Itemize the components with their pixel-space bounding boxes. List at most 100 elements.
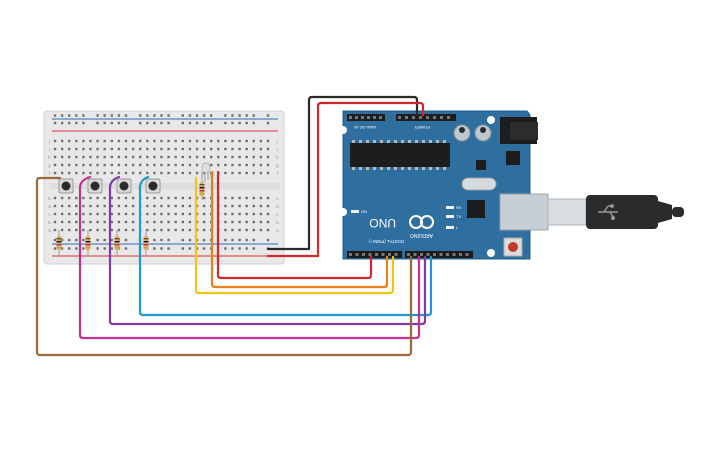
header-pin	[379, 116, 382, 119]
terminal-hole	[188, 155, 192, 159]
arduino-uno[interactable]: ANALOG IN POWER DIGITAL (PWM~) RX TX L	[339, 110, 549, 260]
terminal-hole	[153, 228, 156, 232]
terminal-hole	[188, 204, 192, 208]
analog-header-label: ANALOG IN	[354, 125, 376, 130]
terminal-hole	[153, 163, 156, 167]
terminal-hole	[188, 171, 192, 175]
wires[interactable]	[35, 95, 433, 357]
terminal-hole	[188, 139, 192, 143]
chip-pin	[436, 167, 439, 170]
terminal-hole	[96, 220, 99, 224]
button-4[interactable]	[145, 178, 161, 194]
chip-pin	[366, 140, 369, 143]
terminal-hole	[259, 212, 263, 216]
terminal-hole	[131, 220, 135, 224]
row-letter: e	[276, 197, 279, 202]
header-pin	[349, 253, 352, 256]
header-pin	[419, 116, 422, 119]
terminal-hole	[224, 228, 227, 232]
pushbuttons[interactable]	[58, 178, 161, 194]
terminal-hole	[68, 163, 71, 167]
usb-cable[interactable]	[547, 195, 684, 229]
wire-brown-button-1[interactable]	[35, 176, 413, 357]
terminal-hole	[188, 228, 192, 232]
terminal-hole	[160, 220, 163, 224]
l-label: L	[456, 225, 459, 230]
terminal-hole	[53, 147, 57, 151]
row-letter: f	[276, 171, 279, 177]
terminal-hole	[202, 204, 206, 208]
rx-led	[446, 206, 454, 209]
usb-b-port[interactable]	[499, 193, 549, 231]
chip-pin	[401, 167, 404, 170]
terminal-hole	[181, 220, 184, 224]
usb-cable-end	[672, 207, 684, 217]
dc-jack-inner	[510, 122, 538, 140]
wire-orange-led[interactable]	[210, 170, 389, 289]
analog-header[interactable]	[347, 114, 385, 121]
header-pin	[420, 253, 423, 256]
wire-cyan-button-4[interactable]	[138, 175, 433, 317]
rail-hole	[103, 247, 106, 250]
chip-pin	[359, 140, 362, 143]
terminal-hole	[82, 220, 85, 224]
reset-button[interactable]	[508, 242, 518, 252]
rail-hole	[53, 247, 57, 250]
rail-hole	[266, 238, 270, 242]
wire-red-5v[interactable]	[266, 101, 425, 258]
button-3[interactable]	[116, 178, 132, 194]
button-2[interactable]	[87, 178, 103, 194]
terminal-hole	[160, 212, 163, 216]
rail-hole	[153, 247, 156, 250]
rail-hole	[160, 238, 163, 242]
header-pin	[426, 253, 430, 256]
rail-hole	[146, 114, 149, 117]
rail-hole	[103, 238, 106, 242]
wire-yellow-led[interactable]	[194, 176, 395, 295]
digital-header-low[interactable]	[347, 251, 402, 258]
terminal-hole	[224, 163, 227, 167]
terminal-hole	[75, 163, 78, 167]
terminal-hole	[53, 155, 57, 159]
wire-red-led[interactable]	[216, 170, 373, 280]
digital-header-high[interactable]	[405, 251, 473, 258]
terminal-hole	[238, 139, 241, 143]
terminal-hole	[160, 155, 163, 159]
terminal-hole	[266, 171, 270, 175]
terminal-hole	[96, 139, 99, 143]
terminal-hole	[224, 220, 227, 224]
terminal-hole	[245, 163, 248, 167]
header-pin	[407, 253, 410, 256]
terminal-hole	[124, 155, 128, 159]
terminal-hole	[224, 212, 227, 216]
terminal-hole	[174, 228, 177, 232]
wire-black-gnd[interactable]	[266, 95, 419, 251]
terminal-hole	[167, 163, 170, 167]
terminal-hole	[252, 147, 255, 151]
rail-hole	[188, 238, 192, 242]
terminal-hole	[103, 171, 106, 175]
rail-hole	[60, 121, 64, 125]
terminal-hole	[245, 220, 248, 224]
terminal-hole	[181, 147, 184, 151]
header-pin	[398, 116, 401, 119]
terminal-hole	[53, 139, 57, 143]
terminal-hole	[117, 204, 121, 208]
rail-hole	[167, 121, 170, 125]
terminal-hole	[139, 171, 142, 175]
header-pin	[426, 116, 429, 119]
chip-pin	[387, 167, 390, 170]
wire-purple-button-3[interactable]	[108, 175, 427, 326]
terminal-hole	[252, 212, 255, 216]
terminal-hole	[75, 171, 78, 175]
button-1[interactable]	[58, 178, 74, 194]
rail-hole	[82, 238, 85, 242]
rail-hole	[153, 238, 156, 242]
resistor-4	[143, 230, 149, 256]
terminal-hole	[89, 212, 92, 216]
rail-hole	[181, 247, 184, 250]
terminal-hole	[146, 204, 149, 208]
wire-magenta-button-2[interactable]	[78, 175, 421, 340]
terminal-hole	[210, 147, 213, 151]
